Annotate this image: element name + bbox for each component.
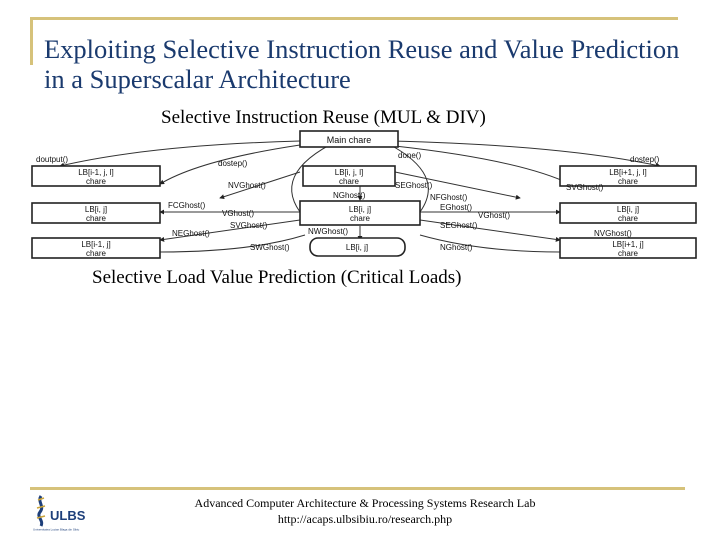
slide-title: Exploiting Selective Instruction Reuse a… [44,34,680,94]
edge-label-9: NFGhost() [430,193,468,202]
label-r2b: chare [618,214,639,223]
footer-lab-name: Advanced Computer Architecture & Process… [194,496,536,510]
edge-label-4: dostep() [630,155,660,164]
label-r1a: LB[i+1, j, l] [609,168,647,177]
logo-tagline: Universitatea Lucian Blaga din Sibiu [33,528,80,532]
node-right-3 [559,237,697,259]
edge-label-13: SVGhost() [230,221,268,230]
node-right-1 [559,165,697,187]
edge-label-12: NGhost() [333,191,366,200]
gold-rule-bottom [30,487,685,490]
edge-label-8: FCGhost() [168,201,206,210]
footer-url[interactable]: http://acaps.ulbsibiu.ro/research.php [277,512,453,526]
edge-label-15: SEGhost() [440,221,478,230]
logo-emblem-icon [37,495,44,527]
node-mid-3 [309,237,406,257]
label-mid3: LB[i, j] [346,243,368,252]
edge-label-17: NWGhost() [308,227,348,236]
edge-label-2: dostep() [218,159,248,168]
label-mid2a: LB[i, j] [349,205,371,214]
edge-label-7: SVGhost() [566,183,604,192]
label-r3b: chare [618,249,639,258]
edge-label-6: SEGhost() [395,181,433,190]
node-left-3 [31,237,161,259]
edge-label-16: NEGhost() [172,229,210,238]
edge-label-20: NGhost() [440,243,473,252]
edge-label-11: EGhost() [440,203,472,212]
edge-label-18: NVGhost() [594,229,632,238]
label-mid1a: LB[i, j, l] [335,168,363,177]
edge-label-10: VGhost() [222,209,254,218]
label-l3b: chare [86,249,107,258]
label-l3a: LB[i-1, j] [81,240,110,249]
gold-rule-top [30,17,678,20]
node-mid-2 [299,200,421,226]
label-mid2b: chare [350,214,371,223]
edge-label-14: VGhost() [478,211,510,220]
label-r1b: chare [618,177,639,186]
edge-label-3: done() [398,151,421,160]
chare-diagram: Main chare LB[i, j, l] chare LB[i, j] ch… [31,130,697,259]
node-main-chare [299,130,399,148]
edge-label-19: SWGhost() [250,243,290,252]
node-left-1 [31,165,161,187]
label-r3a: LB[i+1, j] [612,240,643,249]
edge-label-1: doutput() [36,155,68,164]
label-l1b: chare [86,177,107,186]
node-mid-1 [302,165,396,187]
node-right-2 [559,202,697,224]
label-l2b: chare [86,214,107,223]
label-main: Main chare [327,135,372,145]
logo-text: ULBS [50,508,86,523]
heading-instruction-reuse: Selective Instruction Reuse (MUL & DIV) [161,107,486,128]
label-l2a: LB[i, j] [85,205,107,214]
edge-label-5: NVGhost() [228,181,266,190]
node-left-2 [31,202,161,224]
label-l1a: LB[i-1, j, l] [78,168,114,177]
label-mid1b: chare [339,177,360,186]
label-r2a: LB[i, j] [617,205,639,214]
ulbs-logo: ULBS Universitatea Lucian Blaga din Sibi… [33,495,86,532]
heading-load-value-prediction: Selective Load Value Prediction (Critica… [92,267,462,288]
gold-rule-left [30,17,33,65]
